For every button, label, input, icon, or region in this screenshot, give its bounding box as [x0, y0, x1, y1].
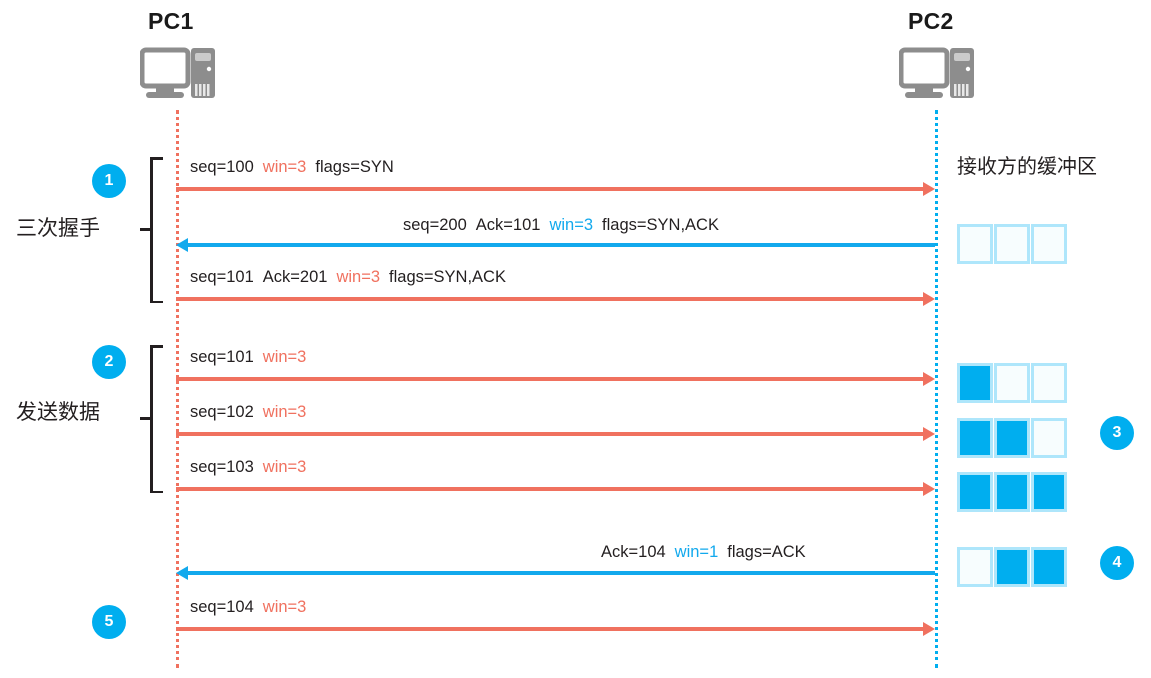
msg-part-win: win=3: [262, 403, 307, 421]
buffer-empty: [957, 224, 1067, 264]
msg-part: seq=100: [190, 158, 254, 176]
pc2-computer-icon: [898, 46, 977, 113]
buffer-cell: [957, 418, 993, 458]
message-label-data-104: seq=104 win=3: [190, 598, 306, 617]
msg-part-win: win=1: [674, 543, 719, 561]
msg-part: seq=102: [190, 403, 254, 421]
badge-5: 5: [92, 605, 126, 639]
pc1-label: PC1: [148, 8, 194, 34]
pc1-computer-icon: [139, 46, 218, 113]
arrow-data-103: [176, 482, 935, 496]
msg-part-win: win=3: [549, 216, 594, 234]
msg-part-win: win=3: [262, 348, 307, 366]
msg-part: Ack=101: [475, 216, 541, 234]
badge-2: 2: [92, 345, 126, 379]
buffer-cell: [957, 547, 993, 587]
buffer-cell: [994, 547, 1030, 587]
arrow-data-104: [176, 622, 935, 636]
msg-part-win: win=3: [262, 598, 307, 616]
msg-part: seq=101: [190, 348, 254, 366]
buffer-2of3: [957, 418, 1067, 458]
arrow-ack: [176, 292, 935, 306]
message-label-syn-ack: seq=200 Ack=101 win=3 flags=SYN,ACK: [403, 216, 719, 235]
arrow-syn: [176, 182, 935, 196]
senddata-group-label: 发送数据: [16, 400, 100, 424]
msg-part: seq=103: [190, 458, 254, 476]
message-label-data-102: seq=102 win=3: [190, 403, 306, 422]
pc2-label: PC2: [908, 8, 954, 34]
msg-part: seq=101: [190, 268, 254, 286]
badge-3: 3: [1100, 416, 1134, 450]
msg-part-win: win=3: [262, 158, 307, 176]
buffer-cell: [957, 363, 993, 403]
msg-part: seq=104: [190, 598, 254, 616]
msg-part: flags=ACK: [727, 543, 806, 561]
message-label-syn: seq=100 win=3 flags=SYN: [190, 158, 394, 177]
msg-part: Ack=201: [262, 268, 328, 286]
pc2-lifeline: [935, 110, 938, 668]
msg-part: flags=SYN: [315, 158, 394, 176]
msg-part-win: win=3: [262, 458, 307, 476]
buffer-cell: [1031, 224, 1067, 264]
msg-part: seq=200: [403, 216, 467, 234]
message-label-data-101: seq=101 win=3: [190, 348, 306, 367]
buffer-cell: [957, 472, 993, 512]
buffer-win1: [957, 547, 1067, 587]
senddata-bracket: [140, 345, 164, 493]
buffer-cell: [1031, 363, 1067, 403]
buffer-cell: [994, 363, 1030, 403]
msg-part: Ack=104: [601, 543, 666, 561]
buffer-1of3: [957, 363, 1067, 403]
buffer-cell: [957, 224, 993, 264]
buffer-3of3: [957, 472, 1067, 512]
badge-1: 1: [92, 164, 126, 198]
msg-part: flags=SYN,ACK: [389, 268, 506, 286]
buffer-cell: [1031, 472, 1067, 512]
handshake-bracket: [140, 157, 164, 303]
msg-part-win: win=3: [336, 268, 381, 286]
msg-part: flags=SYN,ACK: [602, 216, 719, 234]
buffer-title: 接收方的缓冲区: [957, 154, 1097, 178]
buffer-cell: [994, 472, 1030, 512]
message-label-ack-104: Ack=104 win=1 flags=ACK: [601, 543, 806, 562]
message-label-data-103: seq=103 win=3: [190, 458, 306, 477]
buffer-cell: [994, 418, 1030, 458]
arrow-data-101: [176, 372, 935, 386]
arrow-data-102: [176, 427, 935, 441]
message-label-ack: seq=101 Ack=201 win=3 flags=SYN,ACK: [190, 268, 506, 287]
buffer-cell: [1031, 418, 1067, 458]
buffer-cell: [1031, 547, 1067, 587]
handshake-group-label: 三次握手: [16, 216, 100, 240]
pc1-lifeline: [176, 110, 179, 668]
arrow-syn-ack: [176, 238, 935, 252]
badge-4: 4: [1100, 546, 1134, 580]
buffer-cell: [994, 224, 1030, 264]
arrow-ack-104: [176, 566, 935, 580]
